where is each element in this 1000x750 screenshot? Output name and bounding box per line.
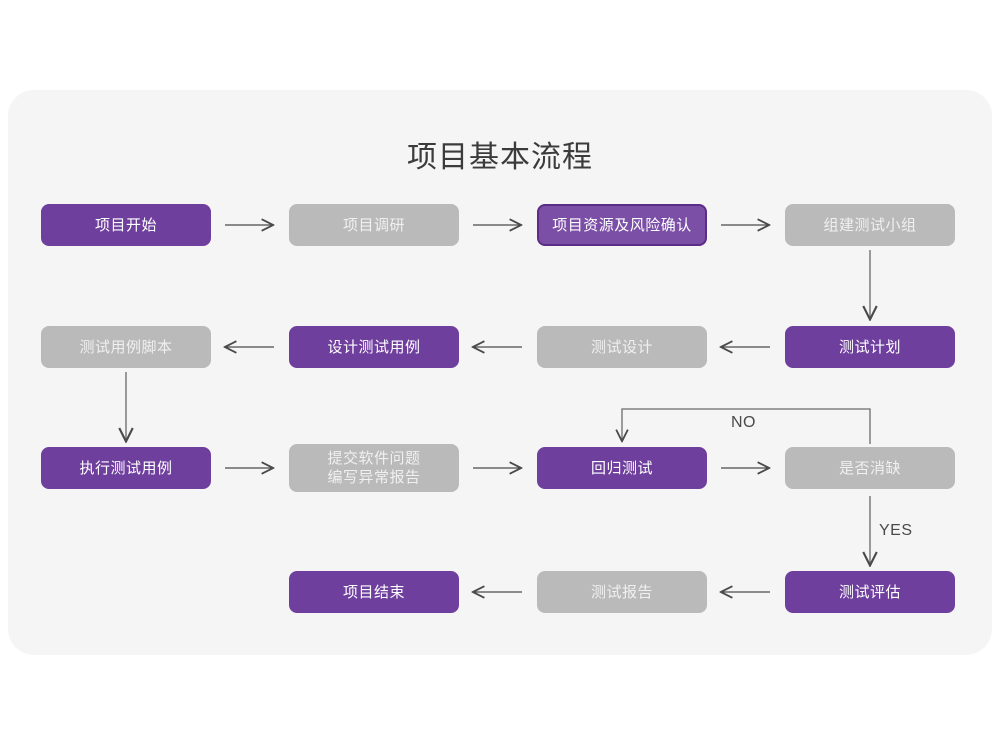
flowchart-card	[8, 90, 992, 655]
node-test-report[interactable]: 测试报告	[537, 571, 707, 613]
node-test-design[interactable]: 测试设计	[537, 326, 707, 368]
node-project-start[interactable]: 项目开始	[41, 204, 211, 246]
node-test-evaluation[interactable]: 测试评估	[785, 571, 955, 613]
node-form-test-team[interactable]: 组建测试小组	[785, 204, 955, 246]
node-execute-test-case[interactable]: 执行测试用例	[41, 447, 211, 489]
node-test-case-script[interactable]: 测试用例脚本	[41, 326, 211, 368]
node-design-test-case[interactable]: 设计测试用例	[289, 326, 459, 368]
node-project-research[interactable]: 项目调研	[289, 204, 459, 246]
edge-label-yes: YES	[879, 522, 913, 539]
node-project-end[interactable]: 项目结束	[289, 571, 459, 613]
edge-label-no: NO	[731, 414, 756, 431]
node-submit-issue-report[interactable]: 提交软件问题 编写异常报告	[289, 444, 459, 492]
node-test-plan[interactable]: 测试计划	[785, 326, 955, 368]
page-title: 项目基本流程	[407, 141, 593, 174]
node-regression-test[interactable]: 回归测试	[537, 447, 707, 489]
node-defect-cleared[interactable]: 是否消缺	[785, 447, 955, 489]
node-resource-risk-confirm[interactable]: 项目资源及风险确认	[537, 204, 707, 246]
